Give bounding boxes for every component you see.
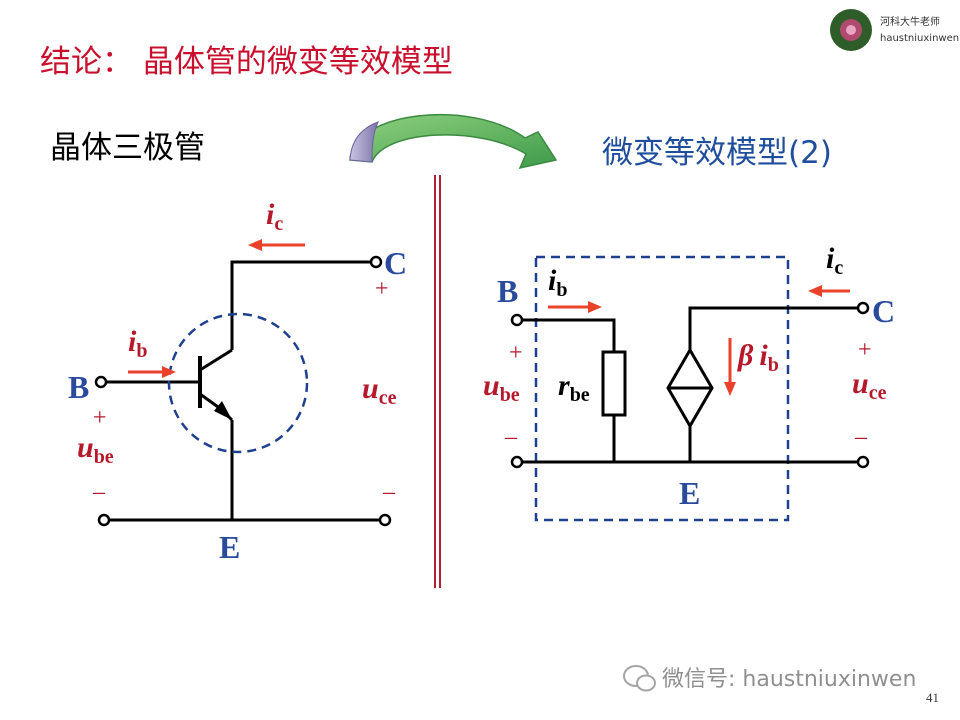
watermark-text: 微信号: haustniuxinwen: [662, 667, 916, 692]
left-heading: 晶体三极管: [50, 130, 205, 166]
watermark: 微信号: haustniuxinwen: [623, 665, 916, 692]
node-b-label: B: [68, 369, 89, 405]
slide-title: 结论： 晶体管的微变等效模型: [40, 44, 453, 80]
uce-label: uce: [362, 372, 397, 409]
ib-arrow-right-icon: [548, 301, 602, 313]
ic-label: ic: [266, 198, 283, 235]
terminal-e-b-right: [510, 455, 524, 469]
model-boundary: [534, 255, 790, 522]
wechat-icon: [623, 665, 656, 692]
logo: 河科大牛老师 haustniuxinwen: [830, 9, 959, 51]
transistor-envelope: [167, 312, 309, 454]
node-e-label: E: [219, 529, 240, 565]
rbe-label: rbe: [558, 369, 590, 406]
plus-c: +: [375, 276, 389, 302]
terminal-b: [94, 375, 108, 389]
ic-right-label: ic: [826, 242, 843, 279]
ube-right-label: ube: [483, 369, 520, 406]
ic-arrow-right-icon: [808, 285, 850, 297]
beta-ib-arrow-icon: [724, 338, 736, 396]
terminal-e-right: [378, 513, 392, 527]
node-b-right-label: B: [497, 273, 518, 309]
rbe-resistor: [601, 350, 627, 417]
minus-c: –: [382, 479, 396, 505]
node-c-right-label: C: [872, 293, 895, 329]
terminal-c-right: [856, 301, 870, 315]
ube-label: ube: [77, 431, 114, 468]
node-c-label: C: [384, 245, 407, 281]
node-e-right-label: E: [679, 475, 700, 511]
right-heading: 微变等效模型(2): [602, 135, 832, 171]
minus-c-right: –: [854, 424, 868, 450]
transistor-circuit: ic C + ib B + ube – uce – E: [68, 198, 407, 565]
plus-c-right: +: [858, 337, 872, 363]
terminal-b-right: [510, 313, 524, 327]
logo-handle: haustniuxinwen: [880, 33, 959, 44]
terminal-e-left: [97, 513, 111, 527]
plus-b: +: [93, 405, 107, 431]
ib-arrow-icon: [128, 366, 176, 378]
ic-arrow-icon: [248, 239, 305, 251]
ib-right-label: ib: [548, 264, 567, 301]
minus-b-right: –: [504, 424, 518, 450]
uce-right-label: uce: [852, 367, 887, 404]
dependent-current-source-icon: [666, 347, 714, 429]
terminal-c: [369, 255, 383, 269]
ib-label: ib: [128, 325, 147, 362]
minus-b: –: [92, 479, 106, 505]
divider: [434, 175, 441, 588]
page-number: 41: [926, 690, 939, 705]
terminal-e-c-right: [856, 455, 870, 469]
plus-b-right: +: [509, 340, 523, 366]
logo-name: 河科大牛老师: [880, 15, 940, 28]
transform-arrow-icon: [349, 113, 558, 170]
